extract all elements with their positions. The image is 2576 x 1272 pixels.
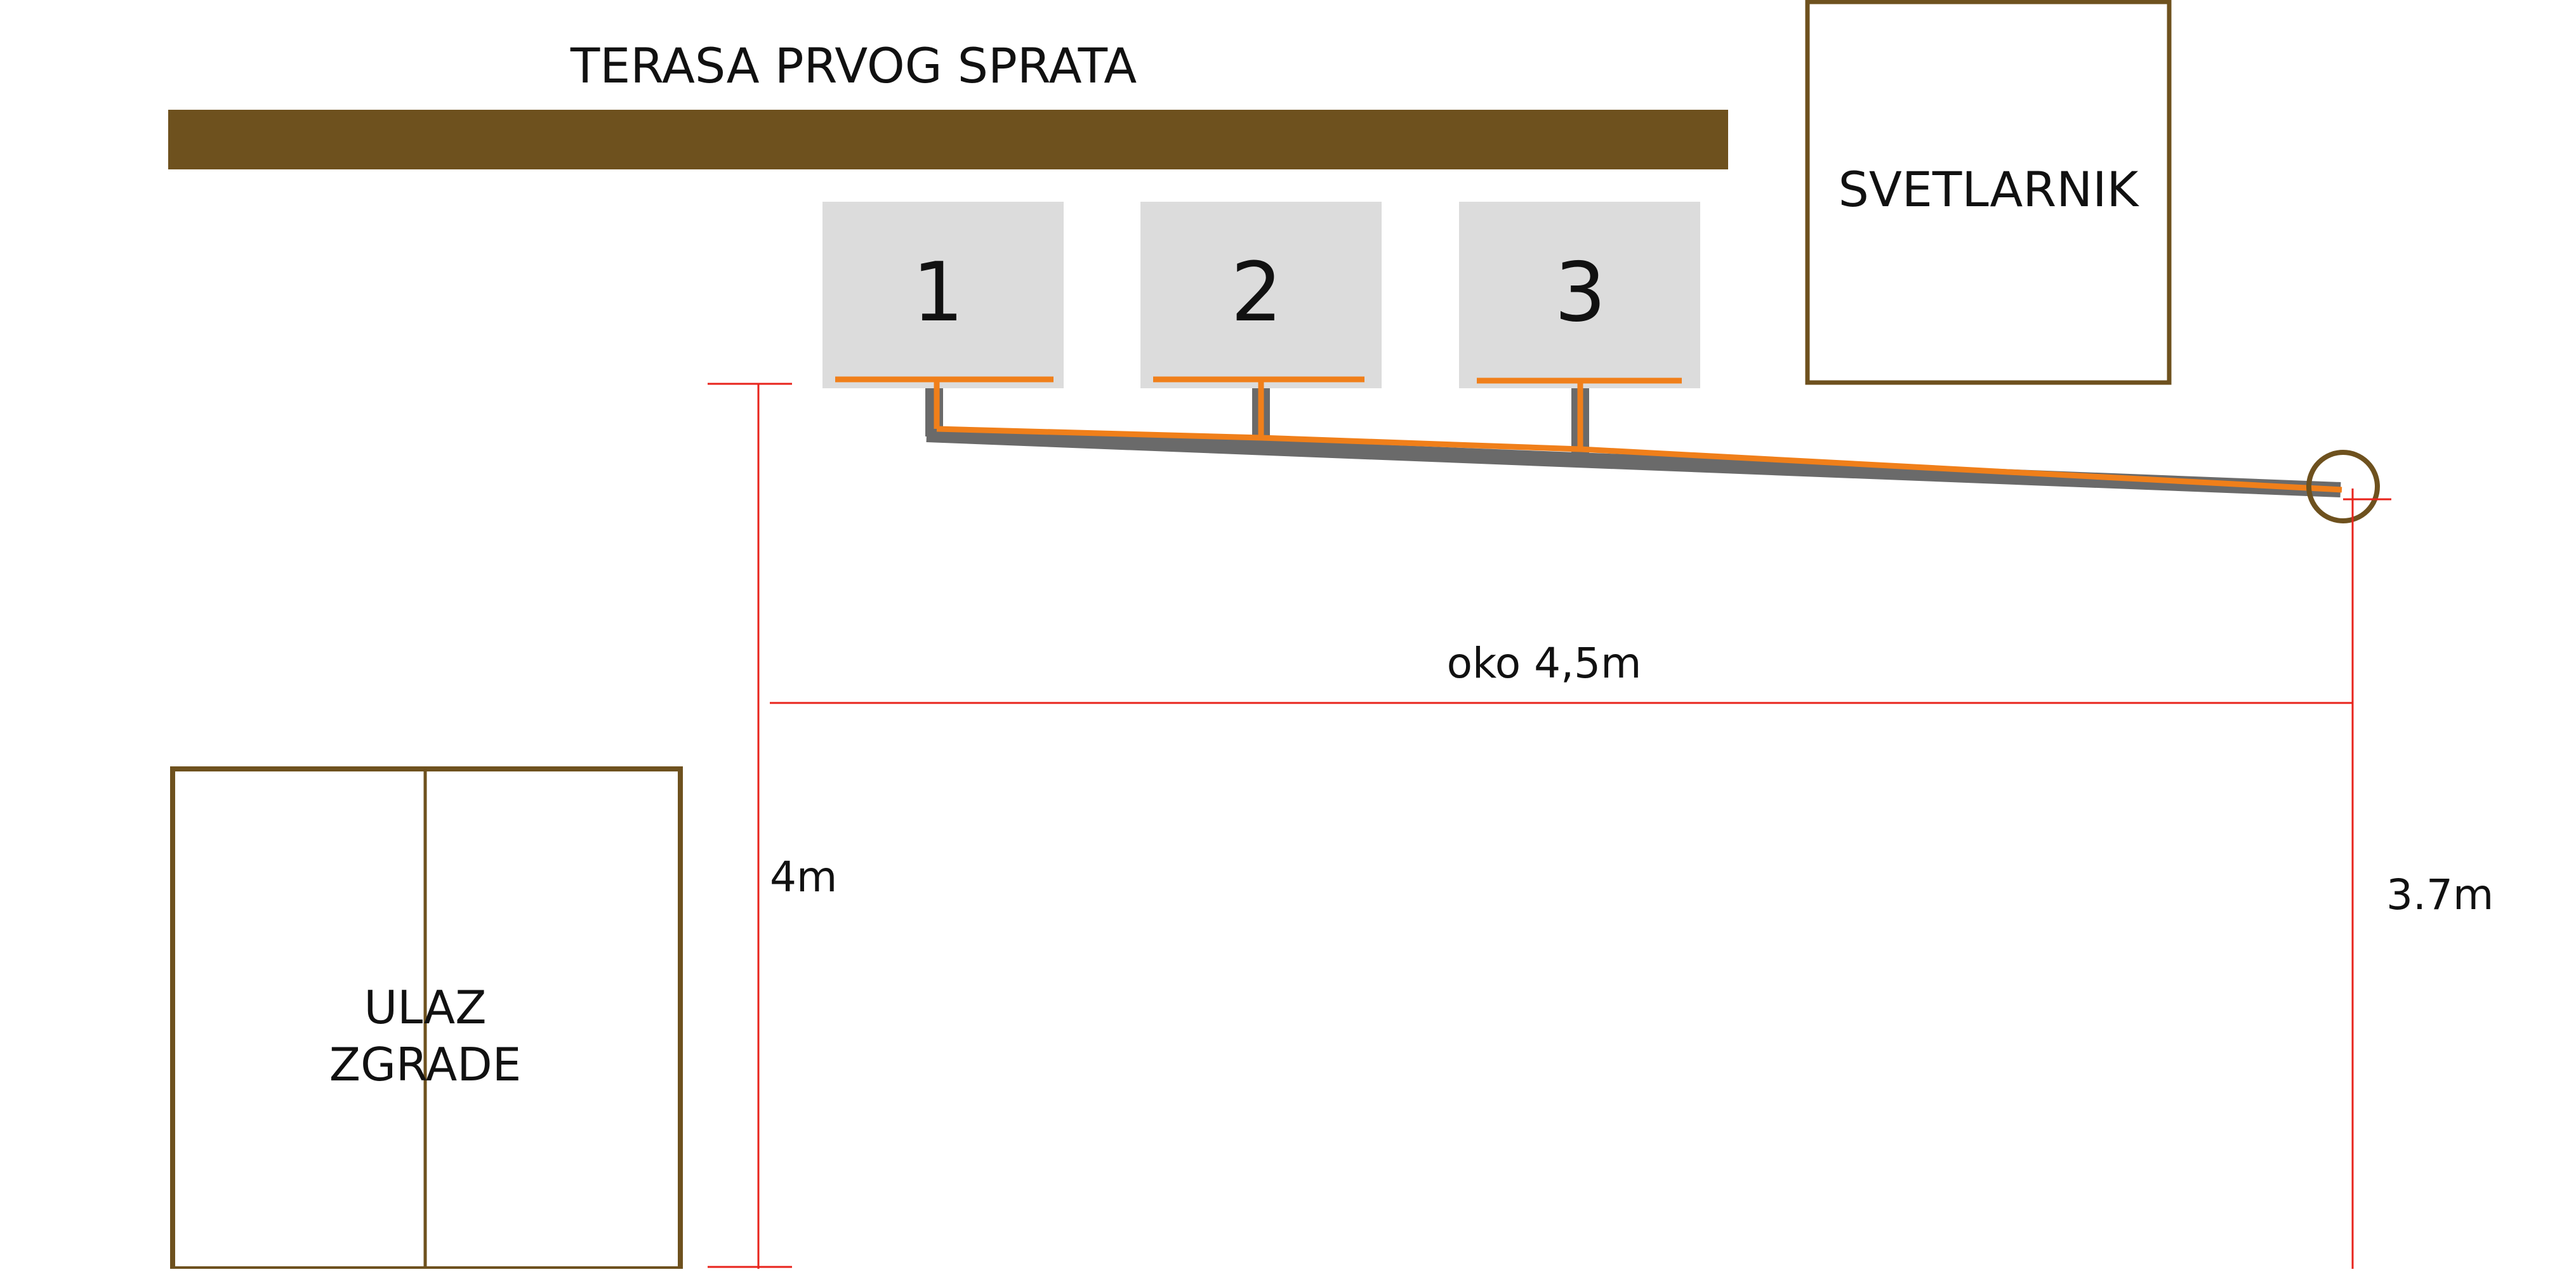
unit-1: 1 [822, 202, 1064, 388]
unit-3-label: 3 [1554, 246, 1606, 340]
terrace-slab [168, 110, 1728, 169]
drain-outlet [2306, 450, 2380, 523]
entrance-label-line-1: ULAZ [364, 981, 486, 1034]
entrance-label-line-2: ZGRADE [329, 1038, 521, 1091]
unit-3: 3 [1459, 202, 1700, 388]
unit-1-body [822, 202, 1064, 388]
unit-3-body [1459, 202, 1700, 388]
terrace-label: TERASA PRVOG SPRATA [570, 37, 1137, 94]
building-entrance: ULAZ ZGRADE [170, 766, 683, 1271]
dimension-lines [708, 383, 2391, 1269]
skylight-box [1805, 0, 2172, 385]
unit-2-body [1140, 202, 1382, 388]
condensate-pipe [925, 388, 2341, 497]
unit-2: 2 [1140, 202, 1382, 388]
orange-line [835, 376, 2342, 493]
skylight-label: SVETLARNIK [1839, 161, 2140, 218]
right-height-label: 3.7m [2386, 870, 2493, 919]
unit-2-label: 2 [1231, 246, 1282, 340]
orange-main [936, 426, 2342, 493]
horizontal-dimension-label: oko 4,5m [1447, 639, 1642, 688]
pipe-main [926, 427, 2341, 497]
unit-1-label: 1 [912, 246, 963, 340]
left-height-label: 4m [770, 853, 837, 902]
